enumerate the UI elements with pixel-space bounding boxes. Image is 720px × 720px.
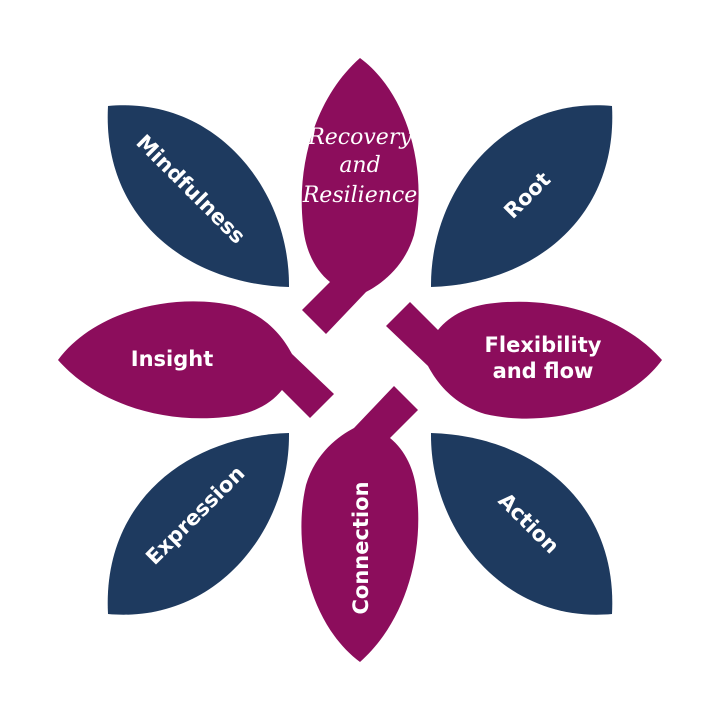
petal-flexibility-shape <box>386 301 662 419</box>
petal-flexibility-label-line2: and flow <box>493 359 594 383</box>
petal-action-shape <box>430 433 613 615</box>
petal-recovery-label-line1: Recovery <box>307 125 412 150</box>
petal-insight-label: Insight <box>131 347 213 371</box>
petal-recovery-label-line3: Resilience <box>302 183 418 208</box>
petal-insight: Insight <box>58 301 334 419</box>
petal-mindfulness-shape <box>107 105 290 287</box>
petal-recovery-label-line2: and <box>339 153 380 178</box>
petal-root: Root <box>430 105 613 287</box>
petal-flexibility-and-flow: Flexibility and flow <box>386 301 662 419</box>
petal-insight-shape <box>58 301 334 419</box>
petal-action: Action <box>430 433 613 615</box>
petal-expression-shape <box>107 433 290 615</box>
petal-connection: Connection <box>301 386 419 662</box>
petal-connection-label: Connection <box>349 481 373 614</box>
petal-flexibility-label-line1: Flexibility <box>485 333 602 357</box>
petal-root-shape <box>430 105 613 287</box>
petal-mindfulness: Mindfulness <box>107 105 290 287</box>
petal-recovery-and-resilience: Recovery and Resilience <box>301 58 419 334</box>
petal-connection-shape <box>301 386 419 662</box>
petal-recovery-shape <box>301 58 419 334</box>
petal-expression: Expression <box>107 433 290 615</box>
